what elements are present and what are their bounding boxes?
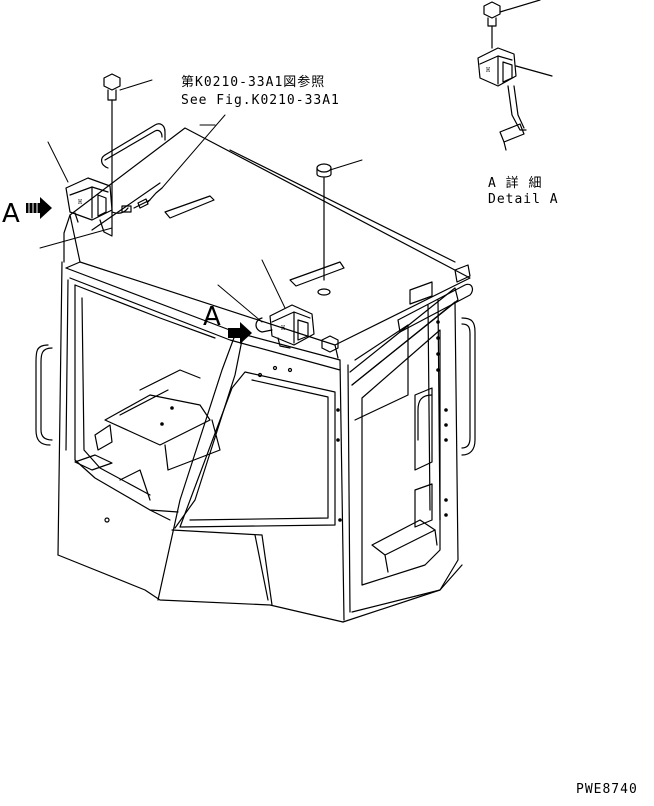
view-arrow-right <box>228 322 252 344</box>
svg-text:ℍ: ℍ <box>281 324 285 332</box>
detail-label-en: Detail A <box>488 192 559 207</box>
grommet-roof <box>317 164 331 295</box>
reference-label-en: See Fig.K0210-33A1 <box>181 93 340 108</box>
view-arrow-left <box>26 197 52 219</box>
handrails <box>36 124 475 455</box>
work-lamp-front: ℍ <box>256 305 314 348</box>
leader-lines <box>40 80 362 322</box>
view-marker-left: A <box>2 199 20 229</box>
reference-label-jp: 第K0210-33A1図参照 <box>181 75 326 90</box>
view-marker-right: A <box>203 302 221 332</box>
svg-text:ℍ: ℍ <box>78 198 82 206</box>
nut-front <box>322 336 338 352</box>
work-lamp-rear: ℍ <box>66 178 162 236</box>
svg-text:ℍ: ℍ <box>486 66 490 74</box>
cab-body <box>58 128 470 622</box>
bolt-left <box>104 74 120 235</box>
drawing-code: PWE8740 <box>576 782 638 797</box>
detail-label-jp: A 詳 細 <box>488 176 543 191</box>
detail-a-drawing: ℍ <box>478 0 552 150</box>
